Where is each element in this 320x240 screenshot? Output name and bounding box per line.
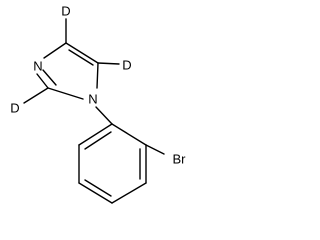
bond-n3-c4 [43, 42, 67, 59]
atom-label-d-c4: D [61, 4, 70, 19]
bond-c5-n1 [96, 62, 99, 89]
atom-label-d-c2: D [10, 101, 19, 116]
bond-c2-n3-double [42, 69, 57, 86]
molecule-drawing: N N D D D Br [10, 4, 187, 204]
bond-b1-b2 [111, 123, 147, 146]
bond-b4-b5 [78, 182, 113, 204]
atom-label-br: Br [173, 152, 187, 167]
bond-b2-br [145, 144, 165, 155]
bond-c4-c5 [65, 42, 99, 64]
bond-c2-n3 [36, 73, 49, 89]
atom-label-n1: N [88, 92, 97, 107]
bond-b6-b1 [78, 123, 113, 146]
bond-n1-phenyl [95, 106, 113, 125]
bond-b3-b4 [111, 182, 147, 204]
bond-b6-b1-double [84, 131, 112, 150]
bond-b4-b5-double [84, 179, 112, 197]
atom-label-d-c5: D [122, 58, 131, 73]
bond-c2-d [23, 87, 49, 104]
bond-n1-c2 [47, 87, 84, 100]
bond-c5-d [97, 62, 120, 65]
atom-label-n3: N [33, 59, 42, 74]
bond-c4-c5-double [68, 49, 94, 66]
structure-canvas: N N D D D Br [10, 3, 187, 204]
